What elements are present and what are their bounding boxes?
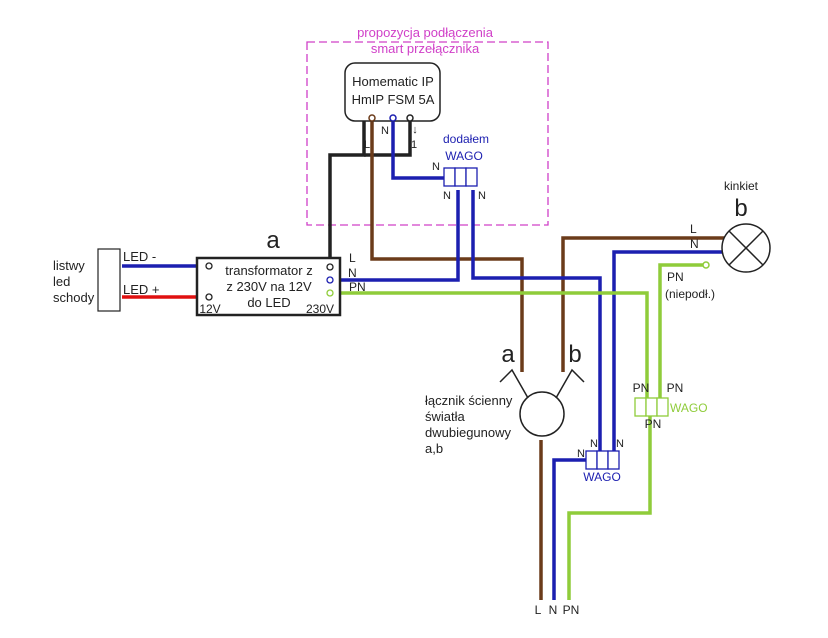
switch-tag-a: a — [501, 341, 515, 368]
wago-bottom-n-left: N — [577, 448, 585, 460]
led-label-line2: led — [53, 274, 70, 289]
homematic-terminal-n — [389, 114, 397, 122]
transformer-terminal-l — [326, 263, 334, 271]
homematic-term-n: N — [381, 125, 389, 137]
wago-top-note-line2: WAGO — [445, 149, 483, 163]
wago-top-n-left: N — [432, 161, 440, 173]
homematic-term-1: 1 — [411, 139, 417, 151]
wago-green-slot-3 — [656, 397, 669, 417]
wire-brown-switch-a — [370, 118, 524, 372]
proposal-frame — [306, 41, 549, 226]
wago-bottom — [585, 450, 620, 470]
kinkiet-term-pn: PN — [667, 270, 684, 284]
led-plus-label: LED + — [123, 282, 160, 297]
wire-blue-transformer-n — [330, 190, 460, 282]
transformer-line2: z 230V na 12V — [226, 279, 312, 294]
switch-label-line3: dwubiegunowy — [425, 425, 512, 440]
transformer-terminal-n — [326, 276, 334, 284]
wire-blue-homematic-n — [391, 118, 446, 180]
transformer-terminal-led-plus — [205, 293, 213, 301]
wall-switch-icon — [499, 368, 585, 437]
wago-top-slot-2 — [454, 167, 467, 187]
kinkiet-pn-note: (niepodł.) — [665, 287, 715, 301]
wago-top-n-bottom-left: N — [443, 190, 451, 202]
kinkiet-terminal-pn — [702, 261, 710, 269]
switch-label-line2: światła — [425, 409, 466, 424]
wago-green-pn-bottom: PN — [645, 417, 662, 431]
led-strip-block — [97, 248, 121, 312]
homematic-line1: Homematic IP — [352, 74, 434, 89]
transformer-line1: transformator z — [225, 263, 312, 278]
wago-bottom-n-top-left: N — [590, 438, 598, 450]
wago-top — [443, 167, 478, 187]
wire-brown-kinkiet-l — [561, 236, 728, 372]
wire-blue-supply-n — [552, 458, 588, 600]
homematic-arrow-in: ↑ — [361, 124, 367, 136]
wago-bottom-label: WAGO — [583, 470, 621, 484]
wago-green — [634, 397, 669, 417]
transformer-terminal-pn — [326, 289, 334, 297]
wago-top-note-line1: dodałem — [443, 132, 489, 146]
homematic-terminal-1 — [406, 114, 414, 122]
kinkiet-lamp-icon — [721, 223, 771, 273]
switch-label-line4: a,b — [425, 441, 443, 456]
wago-green-label: WAGO — [670, 401, 708, 415]
transformer-term-pn: PN — [349, 280, 366, 294]
switch-label-line1: łącznik ścienny — [425, 393, 513, 408]
wire-homematic-output — [364, 120, 412, 157]
supply-l: L — [535, 603, 542, 617]
transformer-term-l: L — [349, 251, 356, 265]
proposal-title-line1: propozycja podłączenia — [357, 25, 494, 40]
transformer-term-n: N — [348, 266, 357, 280]
homematic-terminal-a — [368, 114, 376, 122]
kinkiet-term-l: L — [690, 222, 697, 236]
kinkiet-label: kinkiet — [724, 179, 759, 193]
wire-blue-wago-link — [471, 190, 602, 455]
wago-bottom-n-top-right: N — [616, 438, 624, 450]
led-label-line1: listwy — [53, 258, 85, 273]
led-label-line3: schody — [53, 290, 95, 305]
wago-green-slot-2 — [645, 397, 658, 417]
homematic-term-l: L — [364, 139, 370, 151]
homematic-line2: HmIP FSM 5A — [352, 92, 435, 107]
transformer-230v: 230V — [306, 302, 334, 316]
supply-n: N — [549, 603, 558, 617]
led-minus-label: LED - — [123, 249, 156, 264]
transformer-terminal-led-minus — [205, 262, 213, 270]
transformer-tag: a — [266, 227, 280, 254]
wire-green-kinkiet-pn — [658, 263, 706, 400]
wago-top-slot-1 — [443, 167, 456, 187]
wago-green-pn-top-right: PN — [667, 381, 684, 395]
supply-pn: PN — [563, 603, 580, 617]
wago-green-pn-top-left: PN — [633, 381, 650, 395]
wago-top-slot-3 — [465, 167, 478, 187]
wago-bottom-slot-2 — [596, 450, 609, 470]
wago-top-n-bottom-right: N — [478, 190, 486, 202]
wago-bottom-slot-3 — [607, 450, 620, 470]
transformer-12v: 12V — [199, 302, 220, 316]
transformer-box — [195, 256, 342, 317]
wire-green-supply-pn — [567, 415, 652, 600]
wire-l-transformer-to-homematic — [328, 120, 366, 258]
proposal-title-line2: smart przełącznika — [371, 41, 480, 56]
wires — [122, 118, 728, 600]
kinkiet-term-n: N — [690, 237, 699, 251]
switch-tag-b: b — [568, 341, 581, 368]
wire-blue-kinkiet-n — [612, 250, 728, 455]
wago-bottom-slot-1 — [585, 450, 598, 470]
homematic-arrow-out: ↓ — [412, 124, 418, 136]
kinkiet-tag: b — [734, 195, 747, 222]
wago-green-slot-1 — [634, 397, 647, 417]
transformer-line3: do LED — [247, 295, 290, 310]
wire-green-transformer-pn — [330, 291, 649, 400]
